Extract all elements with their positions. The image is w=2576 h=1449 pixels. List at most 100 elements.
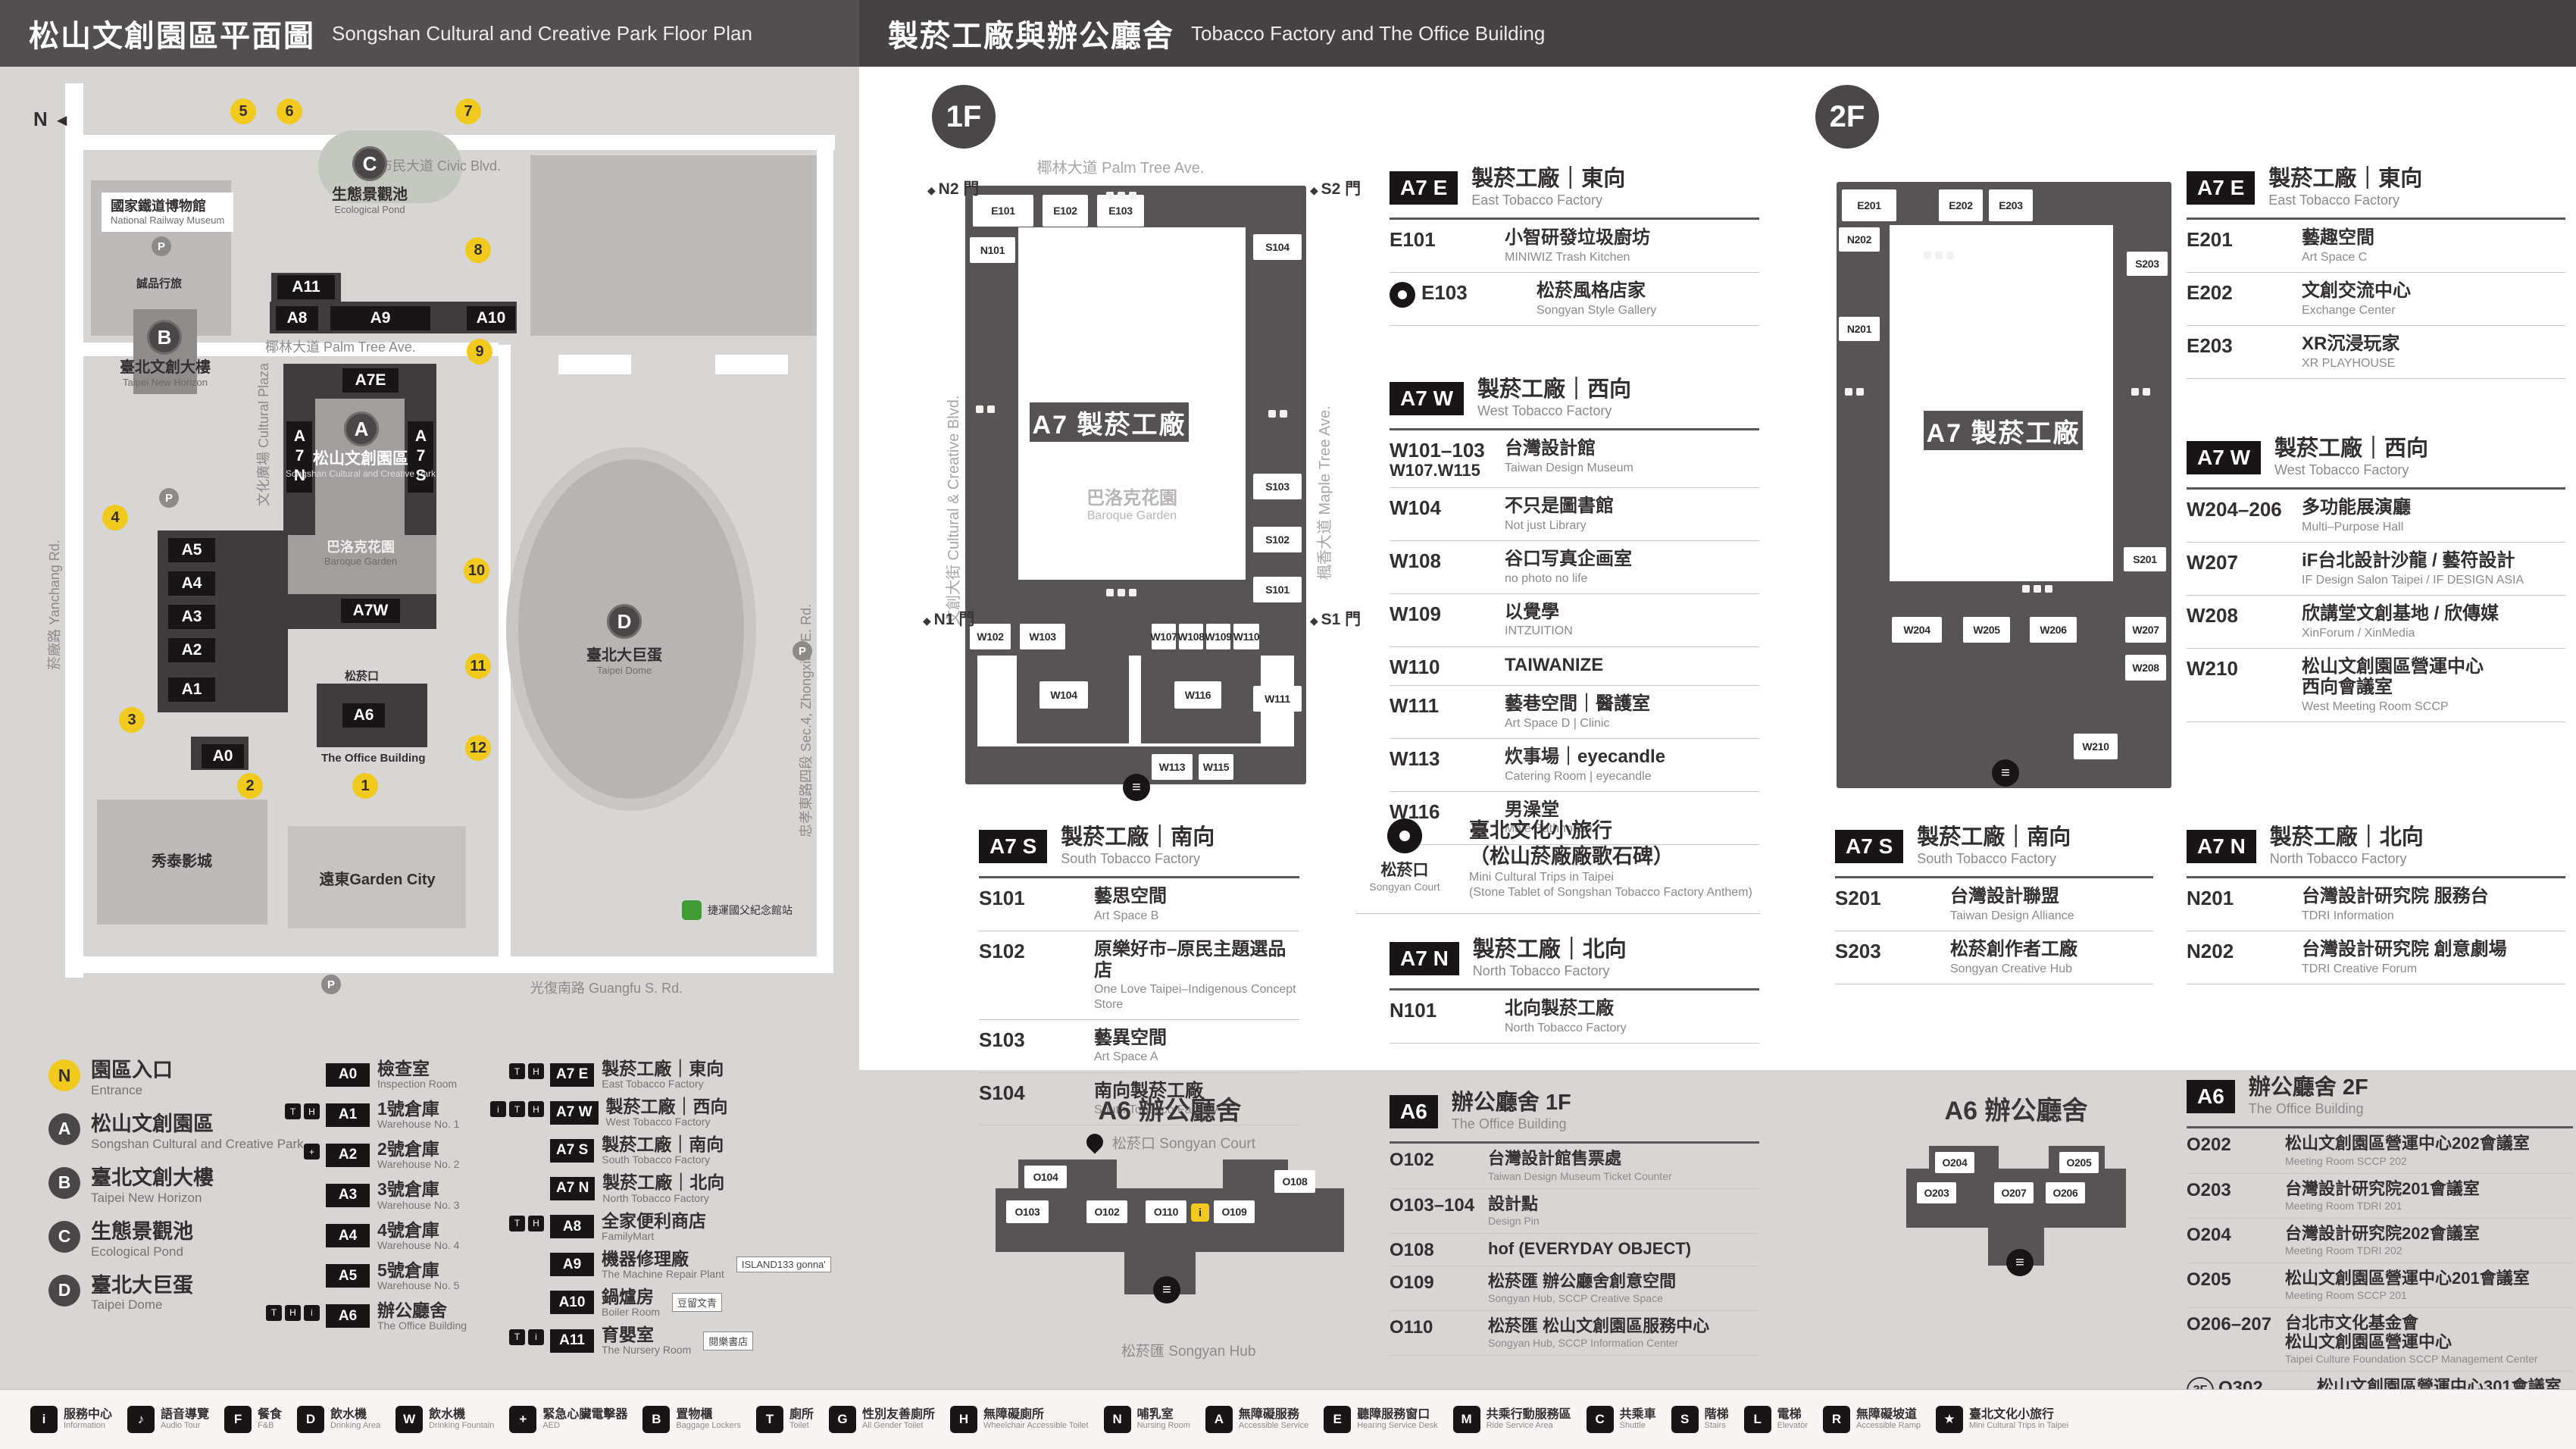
facility-icon: H bbox=[285, 1304, 301, 1321]
facility-icon: B bbox=[642, 1406, 671, 1433]
facility-icons bbox=[976, 405, 995, 413]
room-name-en: North Tobacco Factory bbox=[1505, 1022, 1627, 1035]
entrance-number-badge: 8 bbox=[465, 237, 491, 263]
room-name: 小智研發垃圾廚坊 MINIWIZ Trash Kitchen bbox=[1505, 227, 1759, 264]
facility-icon: i bbox=[304, 1304, 320, 1321]
legend-area-text: 生態景觀池 Ecological Pond bbox=[91, 1219, 193, 1260]
facility-legend-item: N 哺乳室 Nursing Room bbox=[1103, 1406, 1190, 1433]
stairs-icon bbox=[1123, 774, 1150, 801]
facility-legend-item: ♪ 語音導覽 Audio Tour bbox=[127, 1406, 209, 1433]
room-box: W109 bbox=[1205, 624, 1232, 649]
legend-en: Ecological Pond bbox=[91, 1244, 183, 1259]
legend-building-text: 鍋爐房 Boiler Room bbox=[602, 1288, 660, 1318]
poi-label: 遠東Garden City bbox=[319, 872, 435, 889]
room-box: E201 bbox=[1842, 189, 1896, 221]
facility-legend-item: W 飲水機 Drinking Fountain bbox=[395, 1406, 494, 1433]
room-list: N201 台灣設計研究院 服務台 TDRI Information N202 台… bbox=[2187, 878, 2565, 984]
songyan-court-label: 松菸口 Songyan Court bbox=[1355, 818, 1454, 901]
facility-icon: H bbox=[528, 1215, 544, 1231]
room-code: O103–104 bbox=[1390, 1194, 1475, 1216]
room-name-zh: 北向製菸工廠 bbox=[1505, 998, 1614, 1019]
facility-icon: F bbox=[224, 1406, 252, 1433]
legend-building-row: A7 N 製菸工廠｜北向 North Tobacco Factory bbox=[550, 1173, 858, 1204]
room-name-en: Songyan Hub, SCCP Creative Space bbox=[1488, 1292, 1663, 1305]
entrance-number-badge: 9 bbox=[467, 339, 492, 365]
room-name-en: XinForum / XinMedia bbox=[2302, 626, 2415, 640]
legend-building-text: 辦公廳舍 The Office Building bbox=[377, 1301, 467, 1332]
legend-building-text: 育嬰室 The Nursery Room bbox=[602, 1325, 691, 1356]
facility-en: Elevator bbox=[1777, 1421, 1808, 1431]
room-name-en: INTZUITION bbox=[1505, 624, 1573, 638]
legend-building-text: 2號倉庫 Warehouse No. 2 bbox=[377, 1140, 459, 1170]
facility-icon: R bbox=[1823, 1406, 1850, 1433]
legend-zh: 4號倉庫 bbox=[377, 1219, 439, 1240]
room-row: O109 松菸匯 辦公廳舍創意空間 Songyan Hub, SCCP Crea… bbox=[1390, 1266, 1759, 1312]
gate-label: N1 門 bbox=[923, 607, 975, 630]
facility-zh: 共乘行動服務區 bbox=[1486, 1407, 1571, 1421]
facility-zh: 廁所 bbox=[789, 1407, 814, 1421]
room-code: E202 bbox=[2187, 281, 2233, 305]
room-name: 松山文創園區營運中心301會議室 Meeting Room SCCP 301 bbox=[2317, 1377, 2573, 1389]
room-badge-icon bbox=[1390, 282, 1415, 308]
legend-area-text: 園區入口 Entrance bbox=[91, 1059, 173, 1098]
room-box: W207 bbox=[2125, 617, 2166, 643]
room-code: W113 bbox=[1390, 746, 1440, 770]
room-name-en: Taiwan Design Museum bbox=[1505, 462, 1633, 475]
facility-icon: S bbox=[1671, 1406, 1699, 1433]
legend-en: FamilyMart bbox=[602, 1229, 655, 1242]
legend-zh: 生態景觀池 bbox=[91, 1219, 193, 1243]
legend-zh: 檢查室 bbox=[377, 1059, 430, 1078]
room-name-en: South Tobacco Factory bbox=[1094, 1103, 1218, 1117]
room-name-zh: 松菸匯 松山文創園區服務中心 bbox=[1488, 1316, 1710, 1336]
facility-zh: 電梯 bbox=[1777, 1407, 1802, 1421]
legend-zh: 2號倉庫 bbox=[377, 1139, 439, 1160]
legend-zh: 機器修理廠 bbox=[602, 1248, 689, 1269]
legend-en: South Tobacco Factory bbox=[602, 1153, 711, 1166]
room-box: W104 bbox=[1039, 681, 1088, 709]
facility-en: Toilet bbox=[789, 1421, 809, 1431]
room-box: W115 bbox=[1199, 754, 1233, 780]
facility-icon: W bbox=[395, 1406, 424, 1433]
courtyard bbox=[1890, 225, 2113, 581]
room-name-zh: 以覺學 bbox=[1505, 601, 1559, 622]
room-row: N202 台灣設計研究院 創意劇場 TDRI Creative Forum bbox=[2187, 931, 2565, 984]
section-title-en: South Tobacco Factory bbox=[1917, 851, 2057, 867]
room-row: O205 松山文創園區營運中心201會議室 Meeting Room SCCP … bbox=[2187, 1263, 2573, 1308]
facility-label: 緊急心臟電擊器 AED bbox=[542, 1408, 627, 1431]
room-name-en: Taiwan Design Museum Ticket Counter bbox=[1488, 1169, 1672, 1182]
footer-facility-legend: i 服務中心 Information ♪ 語音導覽 Audio Tour F 餐… bbox=[0, 1389, 2576, 1449]
facility-icon: H bbox=[304, 1103, 320, 1120]
legend-zh: 5號倉庫 bbox=[377, 1260, 439, 1280]
facility-legend-item: i 服務中心 Information bbox=[30, 1406, 112, 1433]
stairs-icon bbox=[2006, 1249, 2034, 1276]
section-chip: A7 E bbox=[2187, 171, 2256, 205]
facility-icon: i bbox=[490, 1101, 506, 1118]
room-name-en: Design Pin bbox=[1488, 1214, 1540, 1227]
room-code: O110 bbox=[1390, 1317, 1433, 1338]
room-row: S104 南向製菸工廠 South Tobacco Factory bbox=[979, 1073, 1299, 1126]
legend-tenant-note: 閱樂書店 bbox=[703, 1331, 754, 1350]
room-row: O202 松山文創園區營運中心202會議室 Meeting Room SCCP … bbox=[2187, 1128, 2573, 1174]
legend-en: Warehouse No. 3 bbox=[377, 1198, 460, 1211]
room-name: 藝巷空間｜醫護室 Art Space D | Clinic bbox=[1505, 693, 1759, 731]
a6-map-title: A6 辦公廳舍 bbox=[1944, 1097, 2088, 1125]
facility-label: 服務中心 Information bbox=[64, 1408, 112, 1431]
facility-legend-item: E 聽障服務窗口 Hearing Service Desk bbox=[1324, 1406, 1438, 1433]
facility-label: 聽障服務窗口 Hearing Service Desk bbox=[1357, 1408, 1437, 1431]
poi-en: Baroque Garden bbox=[324, 555, 398, 567]
room-box: O205 bbox=[2059, 1152, 2099, 1173]
section-header: A6 辦公廳舍 1F The Office Building bbox=[1390, 1091, 1759, 1144]
building-chip: A9 bbox=[330, 306, 430, 330]
legend-area-row: B 臺北文創大樓 Taipei New Horizon bbox=[48, 1166, 310, 1206]
room-box: O108 bbox=[1274, 1170, 1315, 1193]
legend-building-chip: A10 bbox=[550, 1291, 594, 1315]
legend-area-row: C 生態景觀池 Ecological Pond bbox=[48, 1219, 310, 1260]
room-row: O110 松菸匯 松山文創園區服務中心 Songyan Hub, SCCP In… bbox=[1390, 1311, 1759, 1357]
entrance-number-badge: 6 bbox=[277, 99, 302, 124]
room-name-zh: TAIWANIZE bbox=[1505, 654, 1604, 675]
room-name-en: Taipei Culture Foundation SCCP Managemen… bbox=[2285, 1353, 2538, 1366]
room-box: O103 bbox=[1006, 1200, 1049, 1223]
facility-icon: T bbox=[755, 1406, 783, 1433]
section-title-zh: 辦公廳舍 2F bbox=[2248, 1075, 2368, 1100]
section-title-zh: 製菸工廠｜東向 bbox=[2268, 167, 2423, 191]
